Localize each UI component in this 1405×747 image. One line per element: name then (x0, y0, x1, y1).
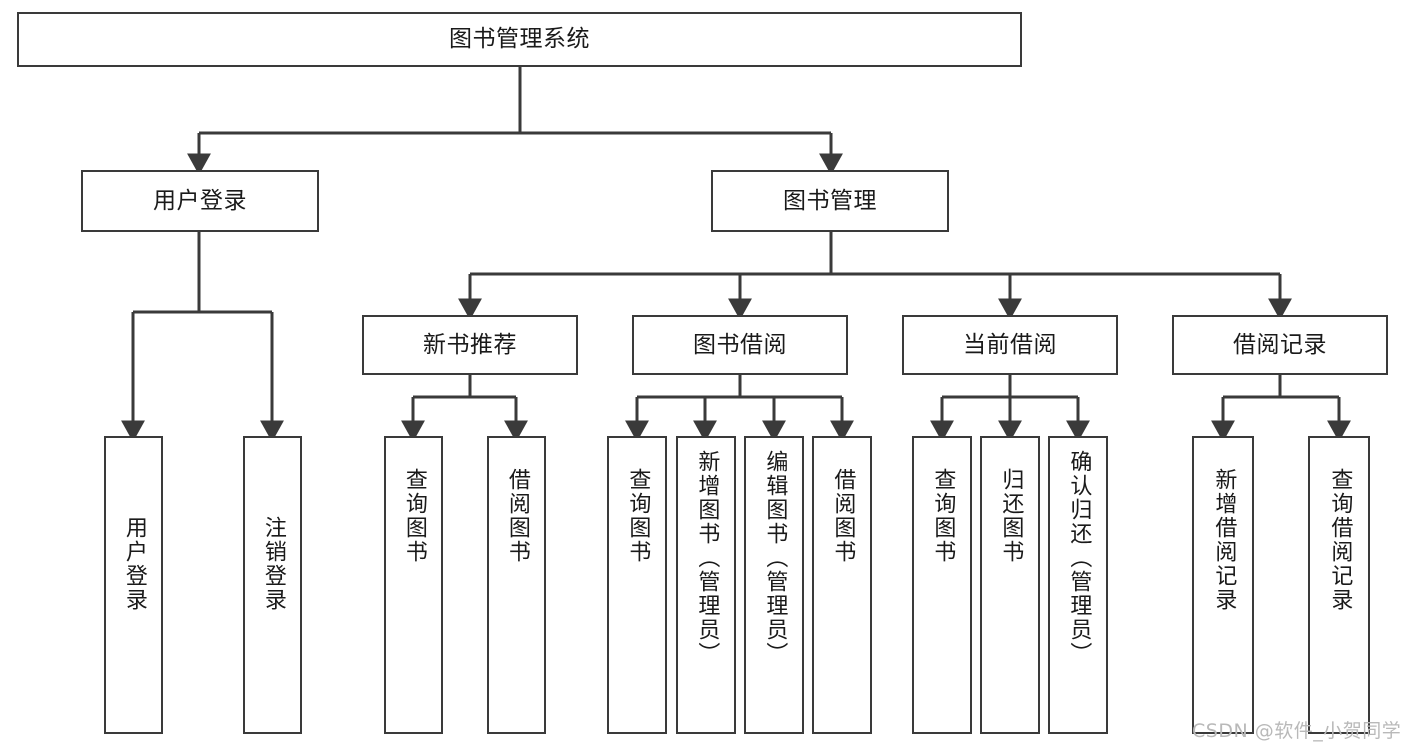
csdn-watermark: CSDN @软件_小贺同学 (1192, 720, 1402, 742)
leaf-book-borrow-add[interactable]: 新增图书（管理员） (676, 436, 736, 734)
leaf-book-borrow-borrow[interactable]: 借阅图书 (812, 436, 872, 734)
leaf-book-borrow-add-label: 新增图书（管理员） (694, 450, 720, 666)
node-new-book-recommend-label: 新书推荐 (423, 331, 517, 358)
node-book-management[interactable]: 图书管理 (711, 170, 949, 232)
node-borrow-record[interactable]: 借阅记录 (1172, 315, 1388, 375)
leaf-new-book-borrow[interactable]: 借阅图书 (487, 436, 546, 734)
leaf-user-login-logout-label: 注销登录 (260, 516, 286, 612)
node-root-system[interactable]: 图书管理系统 (17, 12, 1022, 67)
leaf-user-login-logout[interactable]: 注销登录 (243, 436, 302, 734)
node-borrow-record-label: 借阅记录 (1233, 331, 1327, 358)
leaf-book-borrow-edit-label: 编辑图书（管理员） (762, 450, 788, 666)
leaf-borrow-record-query[interactable]: 查询借阅记录 (1308, 436, 1370, 734)
leaf-book-borrow-borrow-label: 借阅图书 (830, 468, 856, 564)
node-book-borrow[interactable]: 图书借阅 (632, 315, 848, 375)
leaf-user-login-login-label: 用户登录 (121, 516, 147, 612)
node-user-login-label: 用户登录 (153, 187, 247, 214)
node-book-borrow-label: 图书借阅 (693, 331, 787, 358)
node-book-management-label: 图书管理 (783, 187, 877, 214)
leaf-current-borrow-query[interactable]: 查询图书 (912, 436, 972, 734)
leaf-new-book-borrow-label: 借阅图书 (504, 468, 530, 564)
leaf-borrow-record-add[interactable]: 新增借阅记录 (1192, 436, 1254, 734)
leaf-current-borrow-confirm-label: 确认归还（管理员） (1066, 450, 1092, 666)
node-root-system-label: 图书管理系统 (449, 26, 590, 53)
leaf-book-borrow-query[interactable]: 查询图书 (607, 436, 667, 734)
leaf-current-borrow-confirm[interactable]: 确认归还（管理员） (1048, 436, 1108, 734)
node-current-borrow-label: 当前借阅 (963, 331, 1057, 358)
leaf-new-book-query[interactable]: 查询图书 (384, 436, 443, 734)
node-current-borrow[interactable]: 当前借阅 (902, 315, 1118, 375)
node-new-book-recommend[interactable]: 新书推荐 (362, 315, 578, 375)
leaf-borrow-record-query-label: 查询借阅记录 (1327, 468, 1353, 612)
leaf-current-borrow-return-label: 归还图书 (998, 468, 1024, 564)
leaf-user-login-login[interactable]: 用户登录 (104, 436, 163, 734)
node-user-login[interactable]: 用户登录 (81, 170, 319, 232)
leaf-borrow-record-add-label: 新增借阅记录 (1211, 468, 1237, 612)
leaf-current-borrow-query-label: 查询图书 (930, 468, 956, 564)
leaf-book-borrow-edit[interactable]: 编辑图书（管理员） (744, 436, 804, 734)
leaf-current-borrow-return[interactable]: 归还图书 (980, 436, 1040, 734)
leaf-new-book-query-label: 查询图书 (401, 468, 427, 564)
leaf-book-borrow-query-label: 查询图书 (625, 468, 651, 564)
